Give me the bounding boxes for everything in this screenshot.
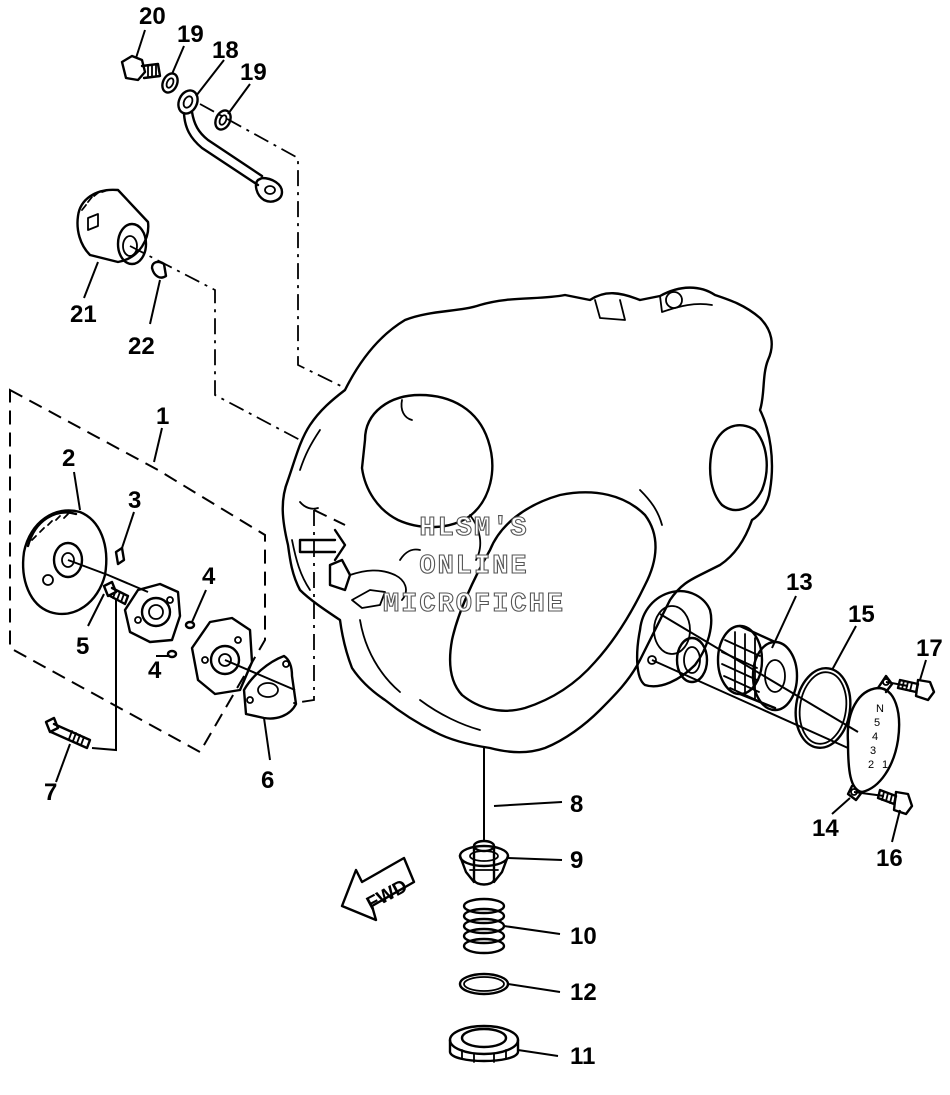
part-19-copper-washer-upper	[161, 72, 179, 94]
pipe-alignment-line	[199, 103, 346, 389]
callout-1: 1	[156, 403, 169, 430]
part-7-bolt	[44, 716, 92, 750]
fwd-label: FWD	[363, 876, 411, 915]
callout-15: 15	[848, 601, 875, 628]
fwd-direction-arrow: FWD	[340, 856, 416, 922]
callout-21: 21	[70, 301, 97, 328]
cover-dial-mark-3: 3	[870, 745, 876, 757]
part-22-woodruff-key	[150, 260, 168, 279]
screw-17-line	[885, 681, 909, 687]
callout-4-lower: 4	[148, 657, 162, 684]
part-19-copper-washer-lower	[214, 109, 232, 131]
callout-5: 5	[76, 633, 89, 660]
filter-alignment-upper	[659, 613, 859, 733]
part-5-screw	[102, 580, 130, 606]
case-dash-short	[313, 509, 346, 526]
part-17-screw	[896, 678, 936, 702]
part-9-strainer-housing	[458, 844, 510, 884]
part-13-oil-filter-element	[716, 624, 799, 712]
callout-22: 22	[128, 333, 155, 360]
filter-housing-recess	[675, 636, 709, 684]
part-6-gasket	[242, 654, 298, 720]
part-3-pin	[114, 546, 126, 566]
callout-16: 16	[876, 845, 903, 872]
part-21-oil-pump-drive-gear	[76, 188, 150, 266]
oil-pump-cover	[190, 616, 254, 696]
part-12-o-ring	[458, 972, 510, 996]
watermark-line-3: MICROFICHE	[383, 590, 565, 620]
crankcase	[281, 286, 774, 754]
callout-12: 12	[570, 979, 597, 1006]
oil-pump-rotor-housing	[123, 582, 182, 644]
filter-cover-gasket-seat	[635, 589, 713, 688]
callout-3: 3	[128, 487, 141, 514]
part-4-dowel-pin-lower	[166, 649, 178, 659]
bolt-alignment-line	[91, 600, 117, 752]
callout-7: 7	[44, 779, 57, 806]
gear-alignment-line	[129, 245, 301, 441]
callout-numbers: 20 19 18 19 21 22 1 2 3 4 5 4 6 7 8 9 10…	[44, 3, 943, 1070]
watermark: HLSM'S ONLINE MICROFICHE	[382, 513, 565, 620]
callout-4-upper: 4	[202, 563, 216, 590]
callout-8: 8	[570, 791, 583, 818]
part-10-spring	[462, 897, 506, 955]
callout-6: 6	[261, 767, 274, 794]
callout-11: 11	[570, 1043, 595, 1070]
cover-dial-mark-4: 4	[872, 731, 878, 743]
part-11-drain-plug	[448, 1024, 520, 1063]
part-20-union-bolt	[120, 54, 162, 82]
part-18-oil-delivery-pipe	[177, 89, 284, 203]
case-bolt-line	[287, 510, 315, 705]
callout-10: 10	[570, 923, 597, 950]
pump-alignment-line	[224, 659, 296, 691]
callout-20: 20	[139, 3, 166, 30]
part-2-oil-pump-driven-gear	[21, 509, 108, 616]
watermark-line-2: ONLINE	[419, 552, 528, 582]
callout-19-lower: 19	[240, 59, 267, 86]
callout-17: 17	[916, 635, 943, 662]
cover-dial-mark-2: 2	[868, 759, 874, 771]
callout-13: 13	[786, 569, 813, 596]
cover-dial-mark-1: 1	[882, 759, 888, 771]
callout-18: 18	[212, 37, 239, 64]
part-4-dowel-pin-upper	[184, 620, 196, 630]
callout-14: 14	[812, 815, 839, 842]
filter-alignment-lower	[651, 659, 849, 749]
callout-9: 9	[570, 847, 583, 874]
pump-shaft-line	[67, 559, 149, 593]
cover-dial-mark-6: N	[876, 703, 884, 715]
part-14-oil-filter-cover: N 5 4 3 2 1	[846, 674, 901, 802]
leader-lines	[55, 29, 927, 1057]
cover-dial-mark-5: 5	[874, 717, 880, 729]
watermark-line-1: HLSM'S	[419, 514, 528, 544]
callout-2: 2	[62, 445, 75, 472]
part-1-oil-pump-assembly-boundary	[9, 388, 266, 754]
part-15-o-ring	[794, 667, 852, 749]
part-16-screw	[876, 788, 914, 816]
callout-19-upper: 19	[177, 21, 204, 48]
